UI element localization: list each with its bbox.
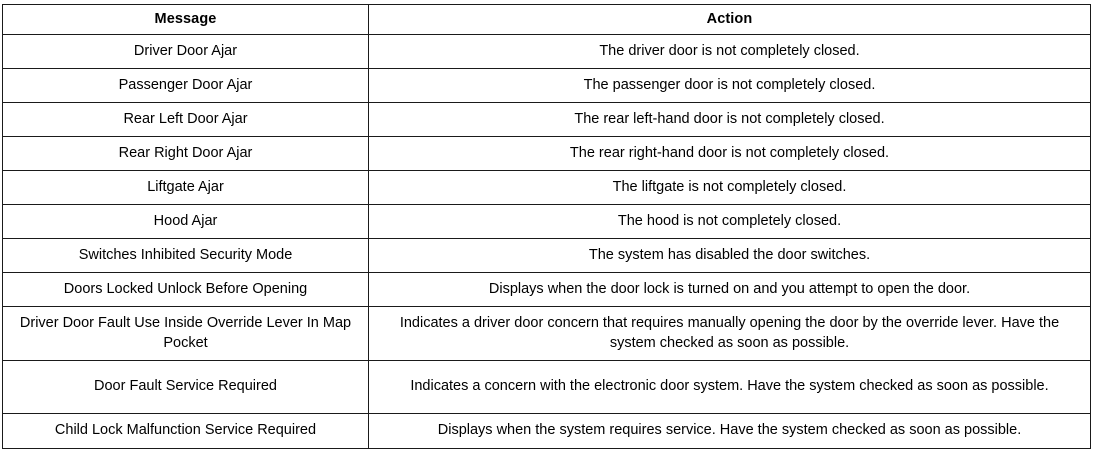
cell-message: Hood Ajar [2,204,369,239]
table-header-row: Message Action [2,4,1091,35]
cell-action: The driver door is not completely closed… [368,34,1091,69]
table-row: Switches Inhibited Security Mode The sys… [2,238,1091,273]
cell-message: Doors Locked Unlock Before Opening [2,272,369,307]
cell-message: Rear Right Door Ajar [2,136,369,171]
table-row: Rear Right Door Ajar The rear right-hand… [2,136,1091,171]
column-header-action: Action [368,4,1091,35]
cell-action: Displays when the door lock is turned on… [368,272,1091,307]
cell-message: Child Lock Malfunction Service Required [2,413,369,449]
table-row: Passenger Door Ajar The passenger door i… [2,68,1091,103]
document-page: Message Action Driver Door Ajar The driv… [2,4,1091,449]
cell-message: Door Fault Service Required [2,360,369,414]
cell-action: Displays when the system requires servic… [368,413,1091,449]
table-row: Doors Locked Unlock Before Opening Displ… [2,272,1091,307]
cell-action: The rear right-hand door is not complete… [368,136,1091,171]
table-row: Hood Ajar The hood is not completely clo… [2,204,1091,239]
table-row: Liftgate Ajar The liftgate is not comple… [2,170,1091,205]
cell-action: Indicates a concern with the electronic … [368,360,1091,414]
cell-action: The liftgate is not completely closed. [368,170,1091,205]
cell-action: The passenger door is not completely clo… [368,68,1091,103]
cell-action: Indicates a driver door concern that req… [368,306,1091,361]
table-row: Rear Left Door Ajar The rear left-hand d… [2,102,1091,137]
cell-message: Driver Door Ajar [2,34,369,69]
message-action-table: Message Action Driver Door Ajar The driv… [2,4,1091,449]
cell-action: The hood is not completely closed. [368,204,1091,239]
cell-message: Switches Inhibited Security Mode [2,238,369,273]
table-row: Driver Door Ajar The driver door is not … [2,34,1091,69]
table-body: Driver Door Ajar The driver door is not … [2,34,1091,449]
table-row: Driver Door Fault Use Inside Override Le… [2,306,1091,361]
cell-message: Passenger Door Ajar [2,68,369,103]
cell-action: The rear left-hand door is not completel… [368,102,1091,137]
column-header-message: Message [2,4,369,35]
table-row: Door Fault Service Required Indicates a … [2,360,1091,414]
cell-message: Driver Door Fault Use Inside Override Le… [2,306,369,361]
cell-action: The system has disabled the door switche… [368,238,1091,273]
table-row: Child Lock Malfunction Service Required … [2,413,1091,449]
cell-message: Rear Left Door Ajar [2,102,369,137]
cell-message: Liftgate Ajar [2,170,369,205]
table-header: Message Action [2,4,1091,35]
